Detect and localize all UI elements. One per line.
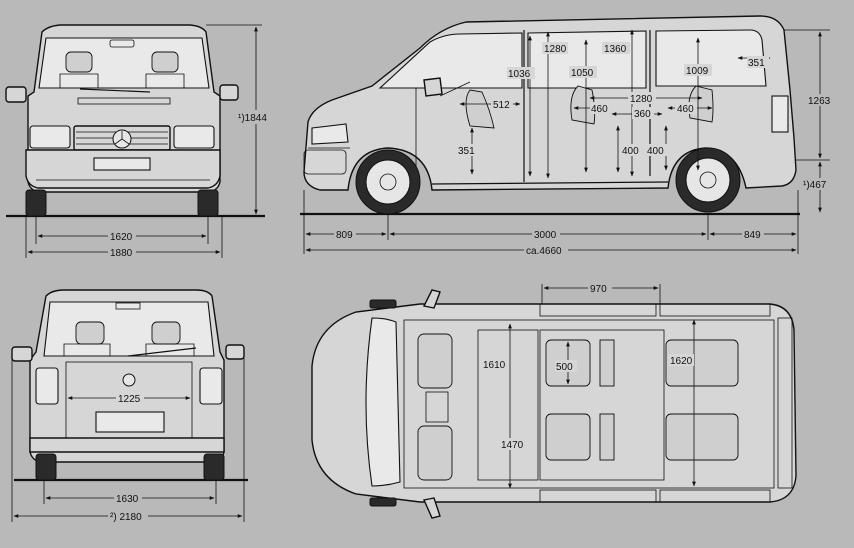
wheelbase-label: 3000 [534, 230, 557, 241]
seat-width-label: 500 [556, 362, 573, 373]
row-spacing-2-label: 1280 [630, 94, 653, 105]
interior-height-rear-label: 1360 [604, 44, 627, 55]
door-height-label: 1036 [508, 69, 531, 80]
front-seat-depth-label: 512 [493, 100, 510, 111]
top-view: 970 1610 1470 500 1620 [311, 282, 797, 519]
rear-overhang-label: 849 [744, 230, 761, 241]
row-spacing-3-label: 360 [634, 109, 651, 120]
rear-track-label: 1630 [116, 494, 139, 505]
seat-base-height-1-label: 400 [622, 146, 639, 157]
interior-height-front-label: 1280 [544, 44, 567, 55]
side-view: 1280 1360 1036 1050 1009 351 512 460 128… [300, 15, 832, 257]
front-view: ¹)1844 1620 1880 [5, 24, 272, 259]
tailgate-width-label: 1225 [118, 394, 141, 405]
interior-width-rear-label: 1620 [670, 356, 693, 367]
row-spacing-1-label: 460 [591, 104, 608, 115]
row-spacing-4-label: 460 [677, 104, 694, 115]
interior-width-front-label: 1610 [483, 360, 506, 371]
rear-window-height-label: 351 [748, 58, 765, 69]
front-overhang-label: 809 [336, 230, 353, 241]
floor-width-label: 1470 [501, 440, 524, 451]
rear-view: 1225 1630 ²) 2180 [11, 289, 248, 523]
front-width-label: 1880 [110, 248, 133, 259]
sliding-door-length-label: 970 [590, 284, 607, 295]
seat-base-height-2-label: 400 [647, 146, 664, 157]
ground-clearance-label: ¹)467 [803, 180, 827, 191]
front-track-label: 1620 [110, 232, 133, 243]
overall-length-label: ca.4660 [526, 246, 562, 257]
front-seat-height-label: 351 [458, 146, 475, 157]
seat-height-3rd-row-label: 1009 [686, 66, 709, 77]
front-height-label: ¹)1844 [238, 113, 267, 124]
seat-height-2nd-row-label: 1050 [571, 68, 594, 79]
cargo-height-label: 1263 [808, 96, 831, 107]
overall-width-mirrors-label: ²) 2180 [110, 512, 142, 523]
